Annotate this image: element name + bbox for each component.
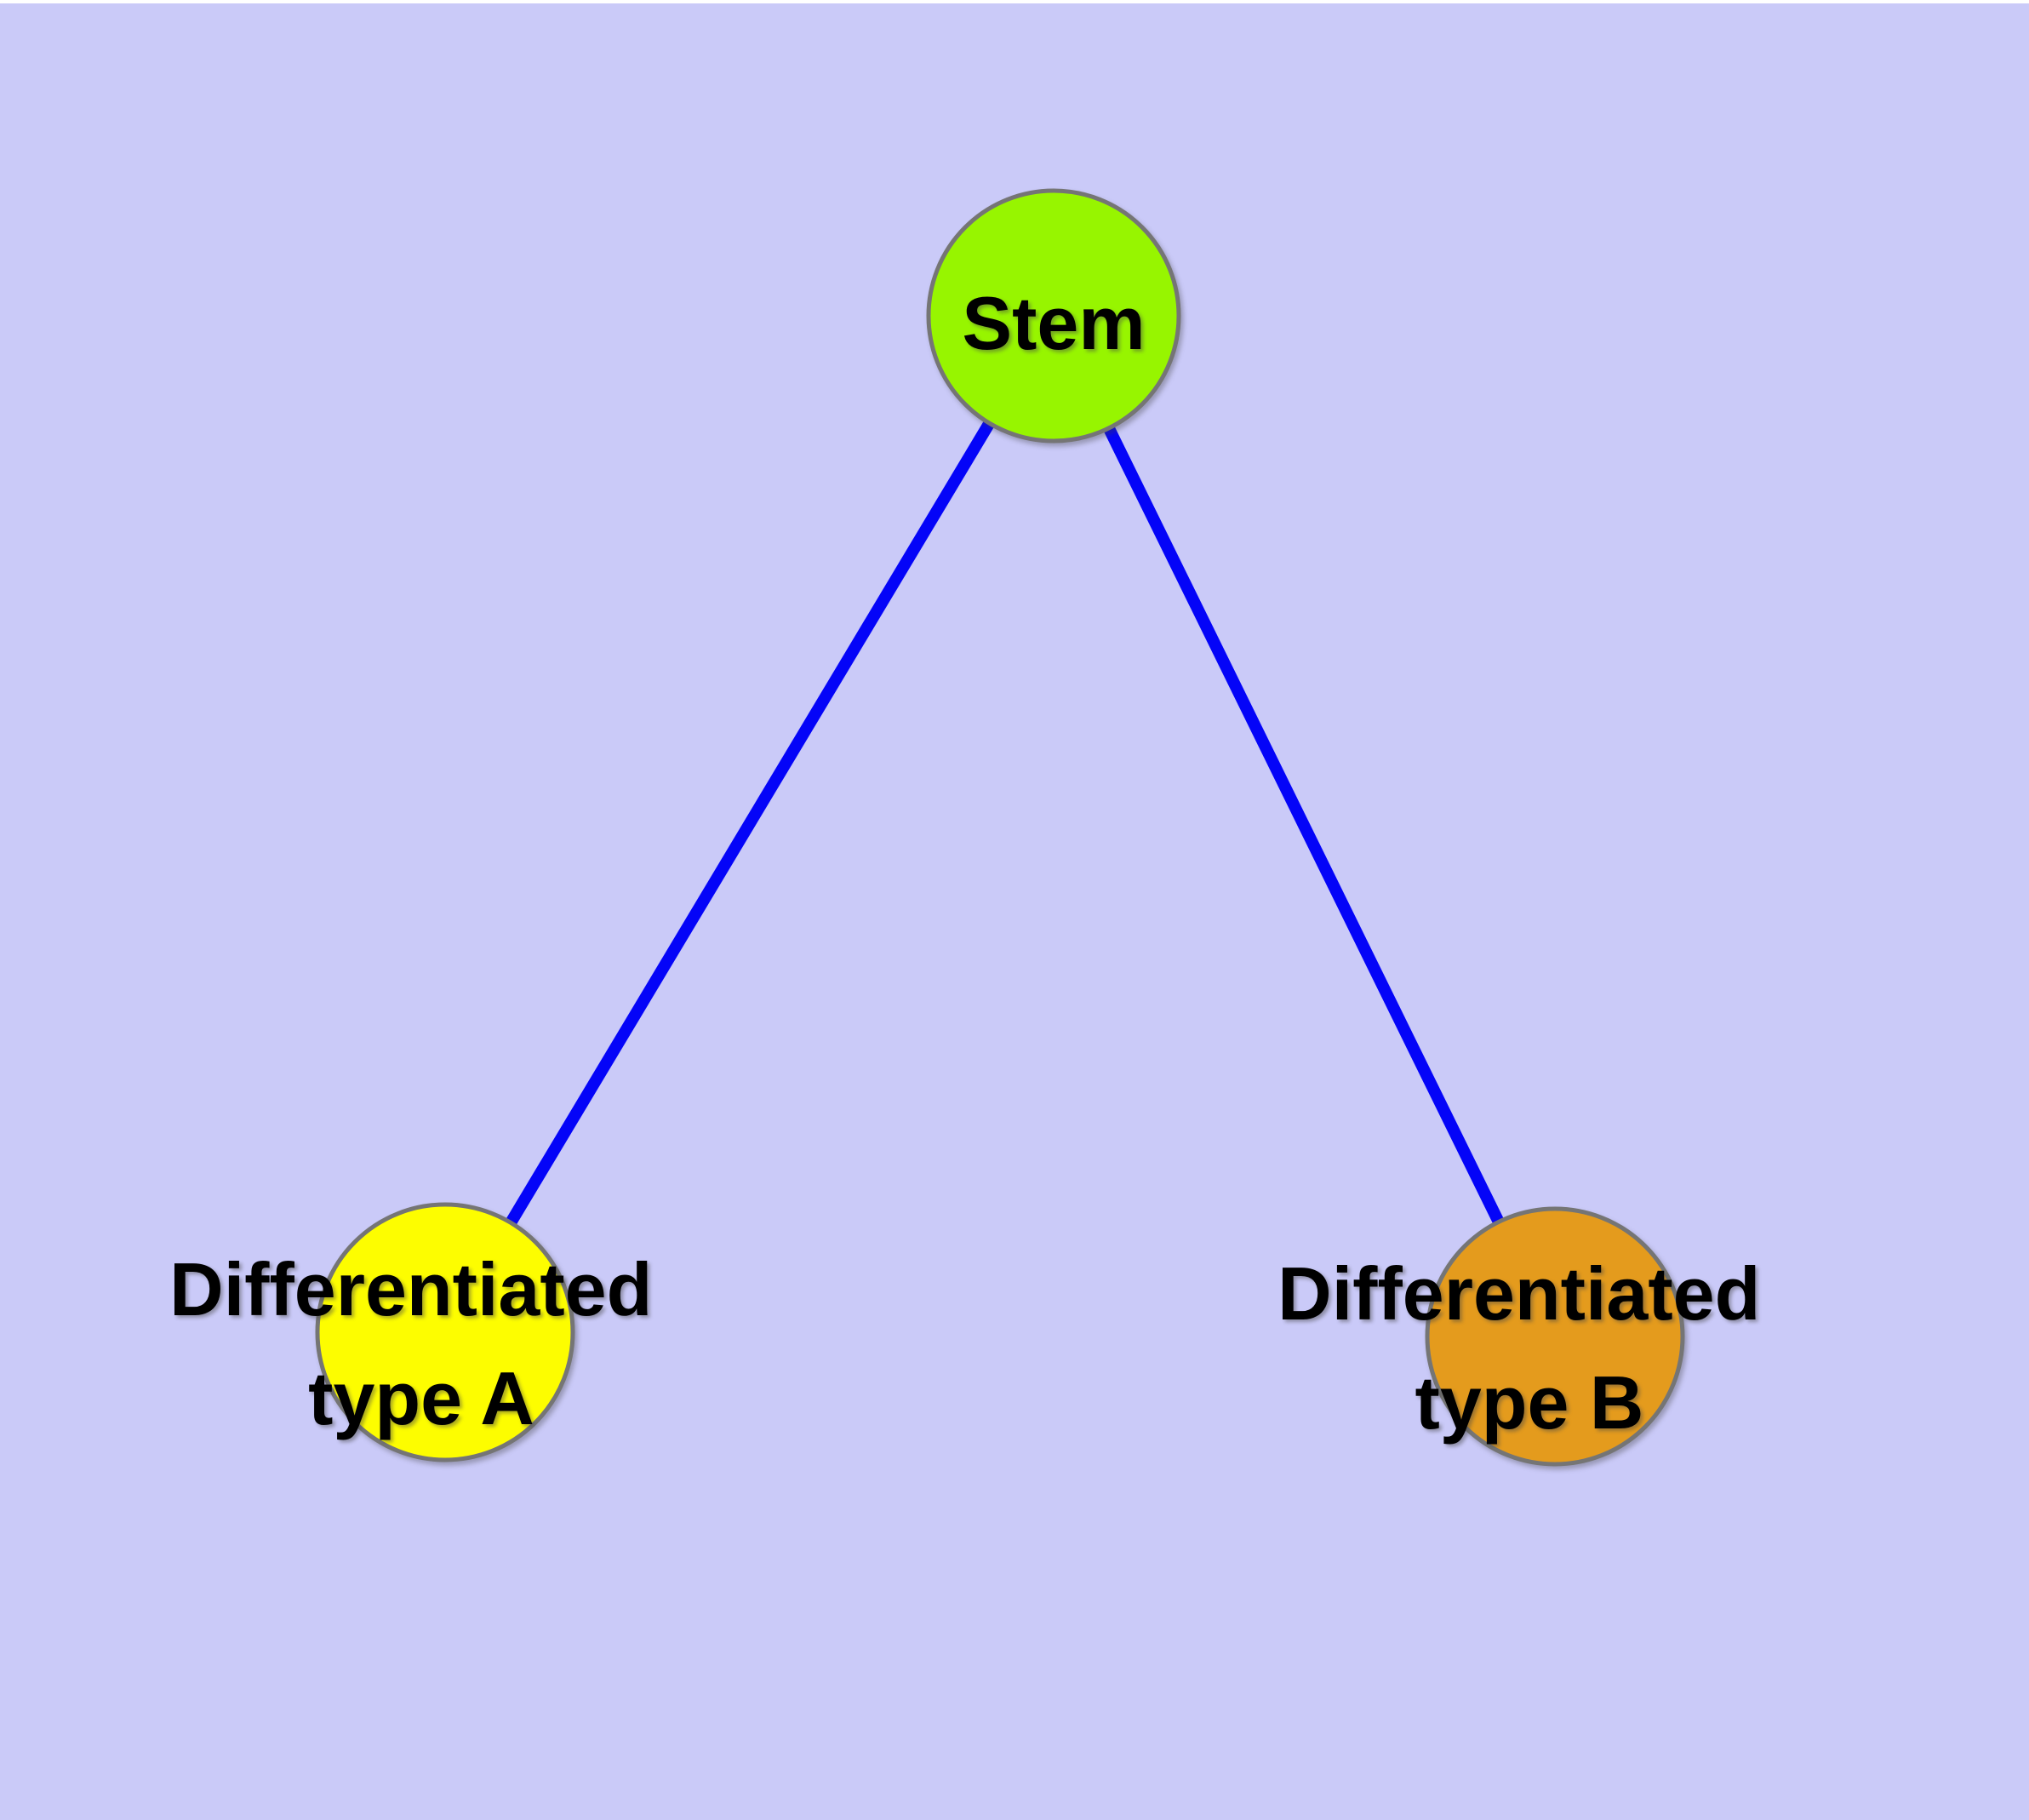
node-differentiated-type-b[interactable] [1425, 1206, 1685, 1467]
node-differentiated-type-a[interactable] [315, 1202, 575, 1462]
edge-stem-to-type-b [1048, 312, 1561, 1340]
node-label-differentiated-type-b: Differentiated type B [1277, 1251, 1781, 1445]
node-label-differentiated-type-a-line1: Differentiated [169, 1247, 652, 1331]
node-label-differentiated-type-a-line2: type A [308, 1356, 534, 1440]
node-label-differentiated-type-b-line1: Differentiated [1277, 1251, 1760, 1336]
edge-stem-to-type-a [439, 312, 1060, 1336]
node-label-differentiated-type-b-line2: type B [1415, 1360, 1644, 1445]
node-label-stem: Stem [962, 281, 1145, 365]
top-edge-strip [0, 0, 2029, 3]
node-stem[interactable] [926, 188, 1181, 444]
node-label-differentiated-type-a: Differentiated type A [169, 1247, 673, 1440]
